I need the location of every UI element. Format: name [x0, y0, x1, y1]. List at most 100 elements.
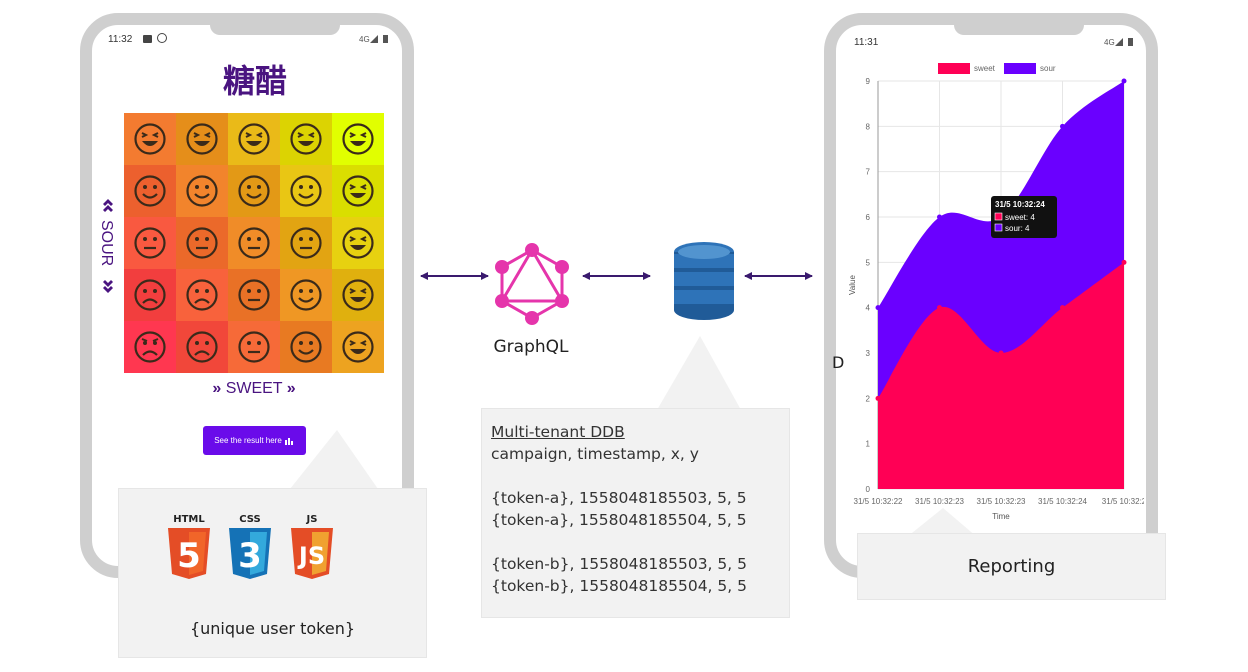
series-area-sweet — [878, 262, 1124, 489]
smiling-face-icon — [134, 175, 166, 207]
emoji-cell[interactable] — [228, 113, 280, 165]
data-point-sour — [1121, 78, 1127, 84]
graphql-label: GraphQL — [493, 337, 569, 357]
data-point-sweet — [875, 395, 881, 401]
x-tick-label: 31/5 10:32:23 — [915, 497, 964, 506]
frowning-face-icon — [134, 279, 166, 311]
ddb-row: {token-b}, 1558048185504, 5, 5 — [491, 577, 747, 595]
chevrons-right-icon: » — [286, 380, 296, 397]
emoji-cell[interactable] — [124, 217, 176, 269]
reporting-label: Reporting — [967, 556, 1056, 577]
emoji-cell[interactable] — [124, 165, 176, 217]
clipped-text: D — [832, 353, 845, 372]
laughing-face-icon — [134, 123, 166, 155]
emoji-cell[interactable] — [228, 165, 280, 217]
smiling-face-icon — [238, 175, 270, 207]
legend-swatch — [938, 63, 970, 74]
sweet-label-text: SWEET — [225, 380, 283, 397]
x-tick-label: 31/5 10:32:22 — [854, 497, 903, 506]
data-point-sweet — [1121, 259, 1127, 265]
laughing-face-icon — [342, 331, 374, 363]
frowning-face-icon — [186, 331, 218, 363]
legend-label: sour — [1040, 64, 1056, 73]
y-tick-label: 6 — [866, 213, 871, 222]
emoji-cell[interactable] — [280, 269, 332, 321]
laughing-face-icon — [290, 123, 322, 155]
y-tick-label: 4 — [866, 304, 871, 313]
image-icon — [143, 35, 152, 43]
reporting-callout-pointer — [907, 508, 977, 537]
ddb-schema-callout: Multi-tenant DDB campaign, timestamp, x,… — [481, 408, 790, 618]
neutral-face-icon — [186, 227, 218, 259]
x-tick-label: 31/5 10:32:24 — [1038, 497, 1087, 506]
emoji-cell[interactable] — [124, 113, 176, 165]
see-result-button[interactable]: See the result here — [203, 426, 306, 455]
chevrons-right-icon: » — [212, 380, 222, 397]
y-tick-label: 7 — [866, 168, 871, 177]
chart-icon — [284, 437, 293, 445]
emoji-cell[interactable] — [332, 321, 384, 373]
neutral-face-icon — [134, 227, 166, 259]
emoji-cell[interactable] — [228, 321, 280, 373]
tooltip-swatch — [994, 212, 1003, 221]
laughing-face-icon — [238, 123, 270, 155]
emoji-cell[interactable] — [280, 321, 332, 373]
data-point-sweet — [937, 305, 942, 311]
emoji-cell[interactable] — [280, 217, 332, 269]
legend-label: sweet — [974, 64, 996, 73]
x-tick-label: 31/5 10:32:2 — [1102, 497, 1144, 506]
dynamodb-logo-icon — [674, 242, 734, 320]
emoji-cell[interactable] — [280, 113, 332, 165]
emoji-cell[interactable] — [280, 165, 332, 217]
signal-battery-icon — [1115, 38, 1133, 46]
emoji-cell[interactable] — [176, 165, 228, 217]
y-tick-label: 8 — [866, 122, 871, 131]
result-button-label: See the result here — [214, 436, 282, 445]
phone-notch — [210, 13, 340, 35]
ddb-row: {token-a}, 1558048185503, 5, 5 — [491, 489, 747, 507]
emoji-cell[interactable] — [176, 269, 228, 321]
data-point-sweet — [1060, 305, 1065, 311]
data-point-sour — [875, 305, 881, 311]
data-point-sweet — [998, 350, 1004, 356]
tooltip-box — [991, 196, 1057, 238]
emoji-cell[interactable] — [332, 217, 384, 269]
emoji-cell[interactable] — [176, 217, 228, 269]
status-time: 11:32 — [108, 34, 133, 45]
html-badge-text: HTML — [173, 514, 205, 525]
neutral-face-icon — [290, 227, 322, 259]
data-point-sour — [1060, 123, 1065, 129]
graphql-logo-icon — [495, 243, 569, 325]
reporting-callout: Reporting — [857, 533, 1166, 600]
emoji-cell[interactable] — [332, 113, 384, 165]
html5-logo-icon: HTML 5 — [168, 514, 210, 579]
phone-notch — [954, 13, 1084, 35]
emoji-cell[interactable] — [176, 321, 228, 373]
emoji-cell[interactable] — [124, 269, 176, 321]
laughing-face-icon — [342, 227, 374, 259]
network-indicator: 4G — [359, 35, 370, 44]
emoji-rating-grid[interactable] — [124, 113, 384, 373]
ddb-columns-header: campaign, timestamp, x, y — [491, 445, 699, 463]
status-time: 11:31 — [854, 37, 879, 48]
x-tick-label: 31/5 10:32:23 — [977, 497, 1026, 506]
emoji-cell[interactable] — [124, 321, 176, 373]
tooltip-title: 31/5 10:32:24 — [995, 200, 1045, 209]
sour-axis-label: SOUR — [98, 199, 115, 293]
angry-face-icon — [134, 331, 166, 363]
emoji-cell[interactable] — [228, 217, 280, 269]
laughing-face-icon — [342, 175, 374, 207]
emoji-cell[interactable] — [332, 165, 384, 217]
emoji-cell[interactable] — [228, 269, 280, 321]
left-callout-pointer — [290, 430, 378, 489]
neutral-face-icon — [238, 227, 270, 259]
laughing-face-icon — [186, 123, 218, 155]
sweet-axis-label: » SWEET » — [124, 380, 384, 398]
emoji-cell[interactable] — [332, 269, 384, 321]
laughing-face-icon — [342, 279, 374, 311]
emoji-cell[interactable] — [176, 113, 228, 165]
sour-label-text: SOUR — [98, 220, 115, 266]
smiling-face-icon — [290, 175, 322, 207]
